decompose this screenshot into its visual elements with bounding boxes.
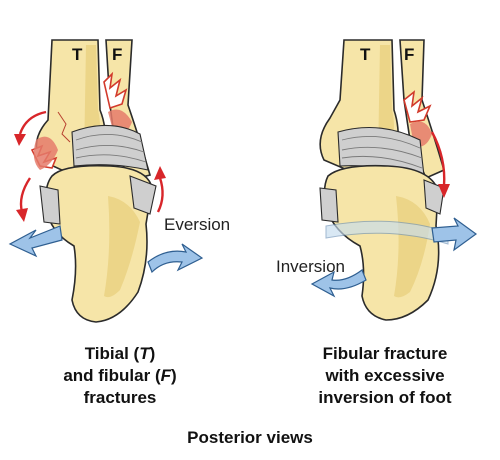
left-red-arrowhead-right (154, 166, 166, 180)
left-ankle-illustration: T F Eversion (8, 39, 230, 323)
left-medial-ligament (39, 185, 61, 225)
left-ligament-fibres-3 (75, 154, 147, 163)
right-ligament-fibres-1 (341, 136, 421, 149)
right-red-arrow (430, 131, 446, 187)
left-tibia-letter: T (72, 45, 83, 64)
left-caption-line1: Tibial (T) (84, 344, 156, 363)
left-blue-arrow-left (8, 225, 63, 258)
left-ligament-fibres-2 (75, 145, 145, 153)
left-red-arrow-upper (18, 110, 47, 135)
right-ankle-illustration: T F Inversion (276, 39, 478, 321)
right-blue-arrow-right (431, 217, 478, 252)
right-talus-shade (394, 196, 430, 298)
left-fibula-fracture (103, 71, 128, 110)
right-caption-line2: with excessive (325, 366, 445, 385)
figure-title: Posterior views (187, 428, 313, 447)
right-tibia-letter: T (360, 45, 371, 64)
left-lateral-ligament (129, 175, 157, 215)
left-blue-arrow-right (147, 243, 204, 274)
eversion-label: Eversion (164, 215, 230, 234)
left-red-arrow-right (156, 177, 164, 213)
inversion-label: Inversion (276, 257, 345, 276)
left-fibula-letter: F (112, 45, 122, 64)
left-talus-shade (104, 196, 140, 298)
left-red-arrow-lower (19, 177, 31, 213)
right-red-arrowhead (438, 184, 450, 198)
left-ligament-fibres-1 (75, 134, 143, 143)
left-caption-line3: fractures (83, 388, 157, 407)
right-ligament-fibres-2 (341, 146, 423, 159)
right-rotation-band (325, 220, 449, 245)
right-caption: Fibular fracture with excessive inversio… (290, 343, 480, 409)
left-red-arrowhead-lower (16, 208, 28, 222)
left-tibia-crack (57, 111, 71, 143)
right-caption-line1: Fibular fracture (322, 344, 448, 363)
left-tibia-bleed (33, 136, 58, 170)
right-fibula-letter: F (404, 45, 414, 64)
right-medial-ligament (319, 187, 339, 223)
right-ligament-fibres-3 (341, 155, 423, 169)
right-lateral-ligament (423, 179, 445, 215)
right-blue-arrow-left (310, 269, 367, 298)
left-caption: Tibial (T) and fibular (F) fractures (30, 343, 210, 409)
left-red-arrowhead-upper (14, 134, 26, 146)
right-fibula-fracture (403, 90, 432, 123)
left-ligament-band (71, 124, 149, 171)
right-caption-line3: inversion of foot (318, 388, 452, 407)
left-caption-line2: and fibular (F) (63, 366, 177, 385)
